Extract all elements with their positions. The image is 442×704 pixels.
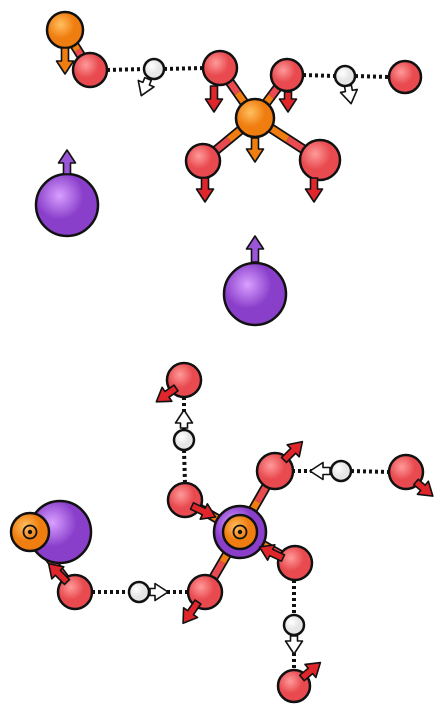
displacement-arrow [309, 461, 331, 481]
panel-bottom [9, 361, 434, 704]
displacement-arrow [195, 177, 215, 203]
displacement-arrow [304, 177, 324, 203]
oxygen-atom [269, 57, 305, 93]
displacement-arrow [245, 137, 265, 163]
oxygen-atom [276, 544, 314, 582]
displacement-arrow [189, 502, 217, 520]
displacement-arrow [55, 47, 75, 75]
hydrogen-atom [282, 613, 306, 637]
oxygen-atom [387, 453, 425, 491]
hydrogen-atom [142, 57, 166, 81]
oxygen-atom [184, 142, 222, 180]
hydrogen-bond [182, 449, 187, 484]
displacement-arrow [339, 84, 359, 105]
out-of-plane-marker [22, 524, 38, 540]
hydrogen-atom [172, 428, 196, 452]
displacement-arrow [174, 409, 194, 429]
displacement-arrow [298, 661, 322, 682]
displacement-arrow [245, 235, 265, 263]
bottom-atoms [9, 361, 425, 704]
displacement-arrow [47, 562, 71, 586]
displacement-arrow [278, 91, 298, 113]
displacement-arrow [284, 635, 304, 655]
displacement-arrow [57, 149, 77, 175]
displacement-arrow [137, 76, 155, 97]
panel-top [34, 10, 423, 327]
top-atoms [34, 10, 423, 327]
hydrogen-bond [302, 73, 336, 78]
top-hbonds [106, 66, 390, 79]
oxygen-atom [71, 51, 109, 89]
hydrogen-bond [354, 74, 390, 79]
hydrogen-atom [333, 64, 357, 88]
out-of-plane-marker [232, 524, 248, 540]
displacement-arrow [204, 85, 224, 113]
displacement-arrow [155, 384, 179, 403]
oxygen-atom [298, 138, 342, 182]
displacement-arrow [149, 582, 169, 602]
top-bonds [60, 25, 325, 166]
phosphorus-atom [45, 10, 85, 50]
displacement-arrow [412, 478, 434, 497]
potassium-atom [34, 172, 100, 238]
hydrogen-atom [329, 459, 353, 483]
hydrogen-bond [350, 469, 390, 474]
hydrogen-bond [106, 67, 145, 72]
top-arrows [55, 47, 359, 263]
phosphorus-atom [234, 97, 276, 139]
potassium-atom [222, 261, 288, 327]
oxygen-atom [255, 451, 295, 491]
oxygen-atom [201, 49, 239, 87]
displacement-arrow [280, 440, 304, 464]
displacement-arrow [258, 544, 286, 562]
hydrogen-atom [127, 580, 151, 604]
hydrogen-bond [163, 66, 204, 71]
bottom-arrows [47, 384, 434, 682]
displacement-arrow [182, 599, 202, 625]
oxygen-atom [387, 59, 423, 95]
